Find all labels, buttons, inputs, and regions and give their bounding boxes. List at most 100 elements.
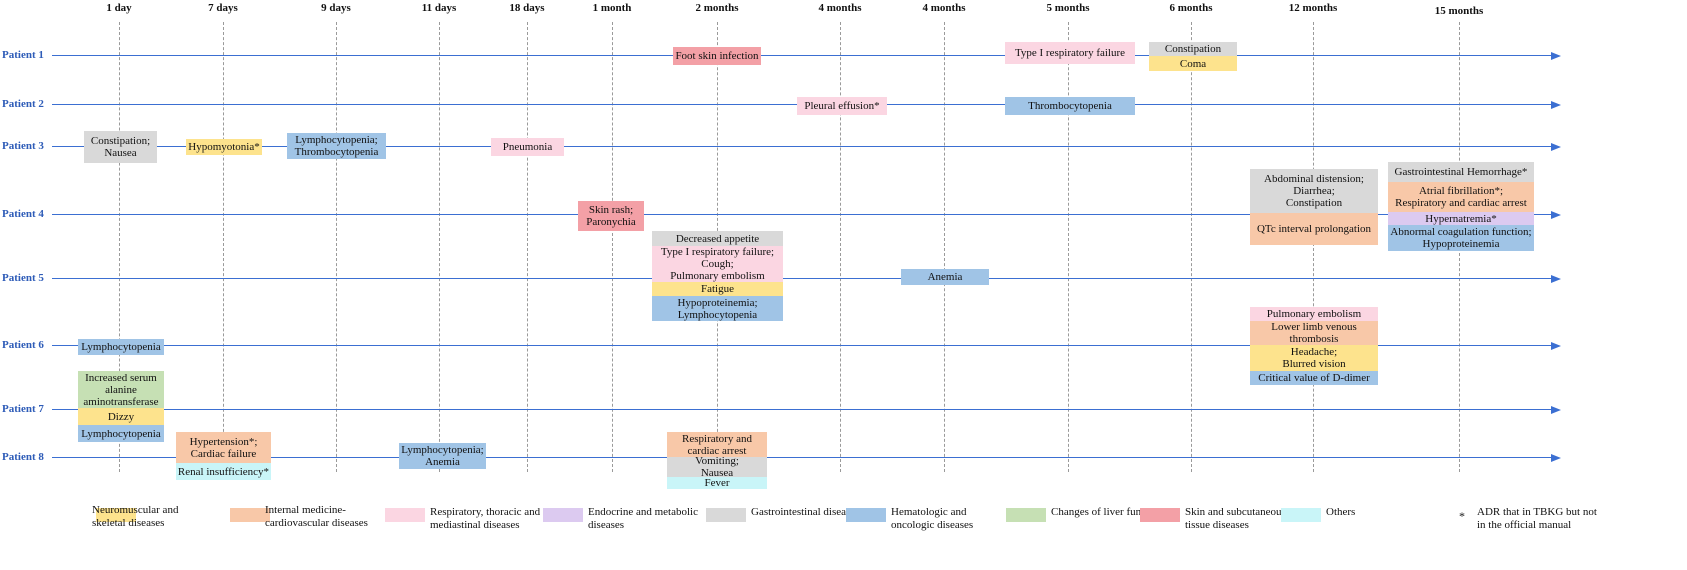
- patient-label: Patient 1: [2, 49, 44, 61]
- adverse-event-box: Headache; Blurred vision: [1250, 345, 1378, 371]
- legend-item-label: Respiratory, thoracic and mediastinal di…: [430, 506, 541, 531]
- time-point-label: 11 days: [421, 2, 457, 14]
- time-gridline: [1191, 22, 1192, 472]
- legend-item-label: Others: [1326, 506, 1356, 518]
- time-point-label: 9 days: [321, 2, 351, 14]
- axis-arrow-icon: [1551, 406, 1561, 414]
- time-point-label: 7 days: [208, 2, 238, 14]
- adverse-event-box: Fever: [667, 477, 767, 489]
- adverse-event-box: QTc interval prolongation: [1250, 213, 1378, 245]
- legend-item-label: Skin and subcutaneous tissue diseases: [1185, 506, 1286, 531]
- patient-label: Patient 8: [2, 451, 44, 463]
- legend-color-swatch: [1281, 508, 1321, 522]
- patient-label: Patient 2: [2, 98, 44, 110]
- adverse-event-box: Fatigue: [652, 282, 783, 296]
- adverse-event-box: Constipation: [1149, 42, 1237, 56]
- time-point-label: 6 months: [1169, 2, 1213, 14]
- legend-color-swatch: [1140, 508, 1180, 522]
- adverse-event-box: Lymphocytopenia; Thrombocytopenia: [287, 133, 386, 159]
- patient-timeline-axis: [52, 409, 1552, 410]
- legend-color-swatch: [846, 508, 886, 522]
- legend-color-swatch: [1006, 508, 1046, 522]
- time-gridline: [223, 22, 224, 472]
- axis-arrow-icon: [1551, 52, 1561, 60]
- adverse-event-box: Vomiting; Nausea: [667, 455, 767, 479]
- time-point-label: 15 months: [1434, 5, 1484, 17]
- adverse-event-box: Lymphocytopenia: [78, 339, 164, 355]
- axis-arrow-icon: [1551, 211, 1561, 219]
- time-gridline: [1068, 22, 1069, 472]
- time-point-label: 12 months: [1288, 2, 1338, 14]
- adverse-event-box: Pulmonary embolism: [1250, 307, 1378, 321]
- legend-color-swatch: [706, 508, 746, 522]
- axis-arrow-icon: [1551, 342, 1561, 350]
- legend-item-label: Gastrointestinal disease: [751, 506, 856, 518]
- adverse-event-box: Respiratory and cardiac arrest: [667, 432, 767, 457]
- axis-arrow-icon: [1551, 454, 1561, 462]
- adverse-event-box: Pleural effusion*: [797, 97, 887, 115]
- axis-arrow-icon: [1551, 143, 1561, 151]
- adverse-event-box: Lymphocytopenia; Anemia: [399, 443, 486, 469]
- patient-timeline-axis: [52, 278, 1552, 279]
- adverse-event-box: Constipation; Nausea: [84, 131, 157, 163]
- adverse-event-box: Thrombocytopenia: [1005, 97, 1135, 115]
- patient-timeline-axis: [52, 214, 1552, 215]
- legend-item-label: ADR that in TBKG but not in the official…: [1477, 506, 1597, 531]
- legend-item-label: Hematologic and oncologic diseases: [891, 506, 974, 531]
- adverse-event-box: Decreased appetite: [652, 231, 783, 246]
- legend-item-label: Neuromuscular and skeletal diseases: [92, 504, 179, 529]
- adverse-event-box: Critical value of D-dimer: [1250, 371, 1378, 385]
- patient-label: Patient 3: [2, 140, 44, 152]
- legend-color-swatch: [385, 508, 425, 522]
- adverse-event-box: Lymphocytopenia: [78, 425, 164, 442]
- adverse-event-box: Foot skin infection: [673, 47, 761, 65]
- adverse-event-box: Gastrointestinal Hemorrhage*: [1388, 162, 1534, 182]
- patient-timeline-axis: [52, 146, 1552, 147]
- adverse-event-box: Anemia: [901, 269, 989, 285]
- time-gridline: [612, 22, 613, 472]
- time-point-label: 1 day: [106, 2, 132, 14]
- adverse-event-box: Atrial fibrillation*; Respiratory and ca…: [1388, 182, 1534, 212]
- adverse-event-box: Hypomyotonia*: [186, 139, 262, 155]
- legend-color-swatch: [543, 508, 583, 522]
- time-gridline: [336, 22, 337, 472]
- time-point-label: 1 month: [592, 2, 632, 14]
- adverse-event-box: Renal insufficiency*: [176, 463, 271, 480]
- time-gridline: [439, 22, 440, 472]
- time-gridline: [840, 22, 841, 472]
- time-point-label: 4 months: [818, 2, 862, 14]
- legend-color-swatch: [230, 508, 270, 522]
- time-gridline: [1313, 22, 1314, 472]
- adverse-event-box: Lower limb venous thrombosis: [1250, 321, 1378, 345]
- patient-label: Patient 4: [2, 208, 44, 220]
- adverse-event-box: Hypoproteinemia; Lymphocytopenia: [652, 296, 783, 321]
- patient-timeline-axis: [52, 457, 1552, 458]
- patient-timeline-axis: [52, 345, 1552, 346]
- adverse-event-box: Abdominal distension; Diarrhea; Constipa…: [1250, 169, 1378, 213]
- time-point-label: 2 months: [695, 2, 739, 14]
- adverse-event-box: Type I respiratory failure; Cough; Pulmo…: [652, 246, 783, 282]
- adverse-event-box: Dizzy: [78, 408, 164, 425]
- axis-arrow-icon: [1551, 101, 1561, 109]
- time-gridline: [944, 22, 945, 472]
- axis-arrow-icon: [1551, 275, 1561, 283]
- adverse-event-box: Abnormal coagulation function; Hypoprote…: [1388, 225, 1534, 251]
- legend-asterisk-symbol: *: [1459, 509, 1465, 523]
- legend-item-label: Endocrine and metabolic diseases: [588, 506, 698, 531]
- time-point-label: 18 days: [509, 2, 545, 14]
- adverse-event-box: Pneumonia: [491, 138, 564, 156]
- adverse-event-box: Hypertension*; Cardiac failure: [176, 432, 271, 463]
- patient-timeline-axis: [52, 55, 1552, 56]
- time-gridline: [119, 22, 120, 472]
- patient-label: Patient 5: [2, 272, 44, 284]
- time-point-label: 4 months: [922, 2, 966, 14]
- adverse-event-box: Skin rash; Paronychia: [578, 201, 644, 231]
- time-point-label: 5 months: [1046, 2, 1090, 14]
- patient-label: Patient 7: [2, 403, 44, 415]
- adverse-event-box: Coma: [1149, 56, 1237, 71]
- legend-item-label: Internal medicine- cardiovascular diseas…: [265, 504, 368, 529]
- adverse-event-box: Type I respiratory failure: [1005, 42, 1135, 64]
- legend-color-swatch: [96, 508, 136, 522]
- adverse-event-box: Hypernatremia*: [1388, 212, 1534, 225]
- patient-label: Patient 6: [2, 339, 44, 351]
